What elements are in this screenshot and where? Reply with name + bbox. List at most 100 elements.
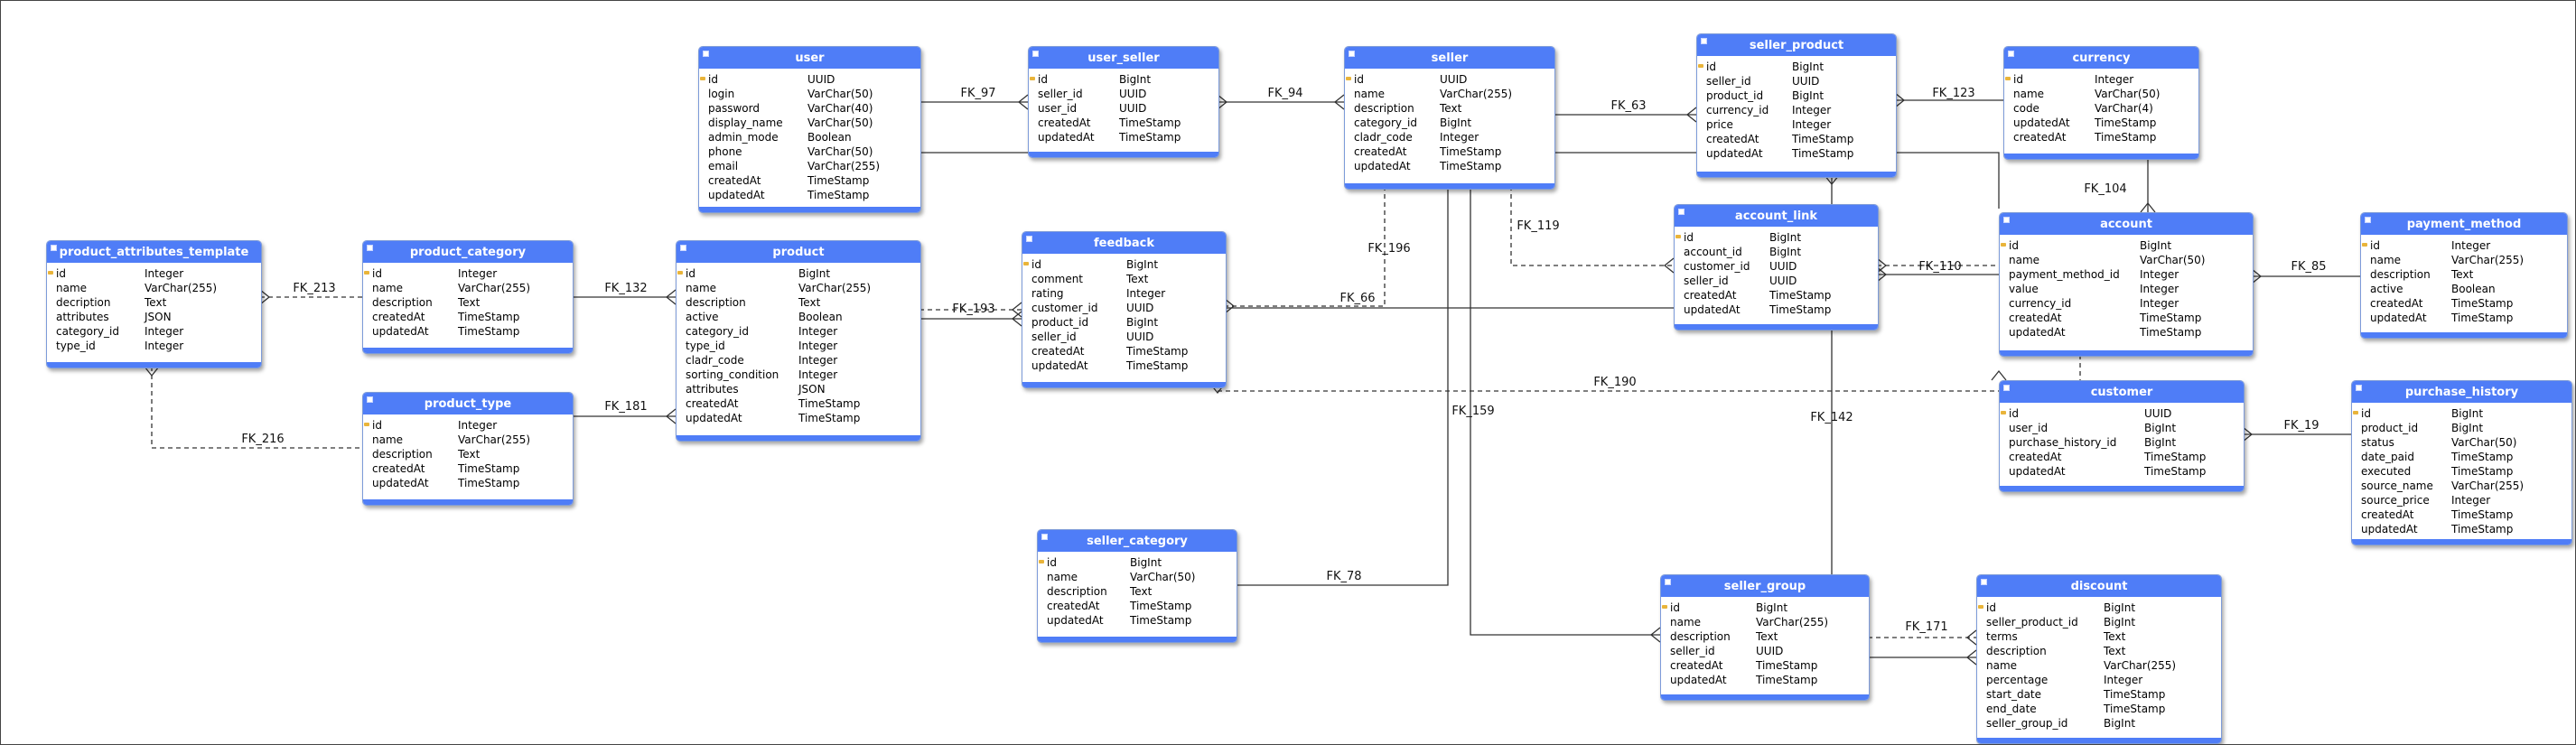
table-header[interactable]: purchase_history	[2352, 381, 2571, 403]
table-header[interactable]: seller_category	[1038, 530, 1237, 552]
table-header[interactable]: product	[677, 241, 920, 263]
table-header[interactable]: seller_group	[1661, 575, 1869, 597]
table-header[interactable]: currency	[2004, 47, 2198, 69]
table-header[interactable]: seller	[1345, 47, 1554, 69]
table-header[interactable]: product_attributes_template	[47, 241, 261, 263]
table-header[interactable]: payment_method	[2361, 213, 2567, 235]
table-header[interactable]: user_seller	[1029, 47, 1218, 69]
table-header[interactable]: discount	[1977, 575, 2221, 597]
table-header[interactable]: account_link	[1675, 205, 1878, 227]
table-header[interactable]: product_category	[363, 241, 573, 263]
table-header[interactable]: user	[699, 47, 920, 69]
